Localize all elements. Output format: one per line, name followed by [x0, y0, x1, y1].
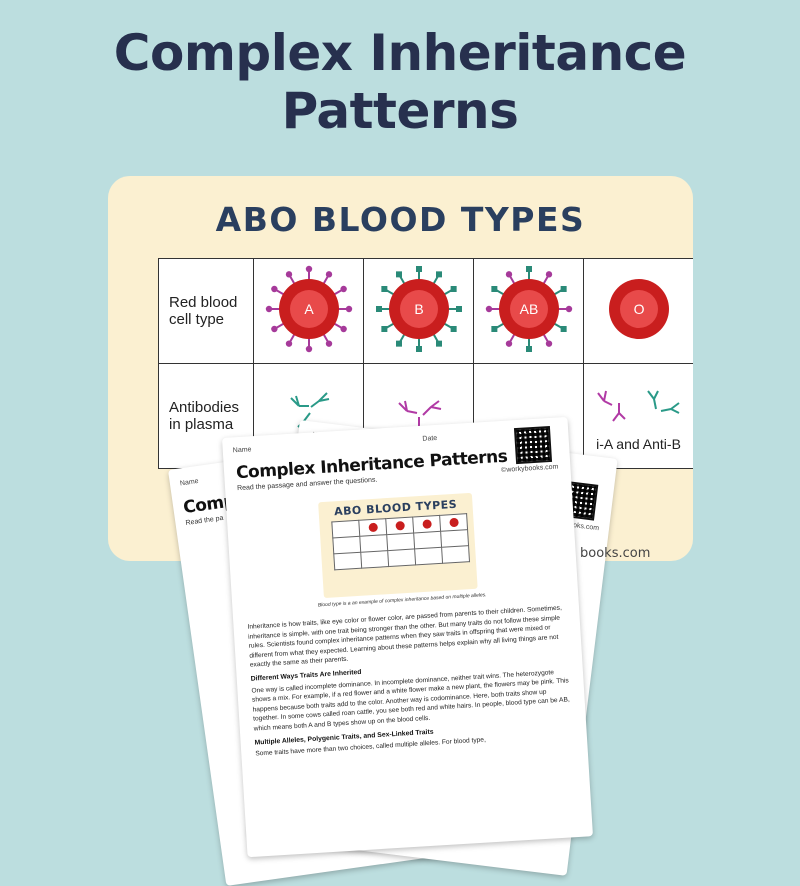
- site-label: ©workybooks.com: [500, 463, 559, 475]
- antigen-a-head: [485, 305, 492, 312]
- mini-blood-table: [331, 513, 471, 571]
- worksheet-front: Name Date ©workybooks.com Complex Inheri…: [222, 416, 593, 858]
- antigen-a-head: [339, 325, 347, 332]
- antigen-b-head: [525, 265, 532, 272]
- page-title-line-2: Patterns: [281, 82, 519, 140]
- antigen-a-head: [305, 345, 312, 352]
- antigen-b-head: [395, 340, 402, 347]
- antigen-b-head: [560, 285, 567, 292]
- antibodies-o: i-A and Anti-B: [583, 363, 693, 469]
- qr-code-icon: [513, 425, 553, 465]
- mini-figure: ABO BLOOD TYPES: [318, 492, 478, 599]
- page-title: Complex Inheritance Patterns: [0, 24, 800, 140]
- cell-label-ab: AB: [519, 301, 538, 317]
- cell-label-a: A: [304, 301, 314, 317]
- panel-heading: ABO BLOOD TYPES: [215, 200, 586, 239]
- blood-cell-ab-icon: AB: [485, 265, 572, 352]
- antigen-b-head: [435, 340, 442, 347]
- name-label: Name: [179, 477, 200, 488]
- cell-label-o: O: [633, 301, 644, 317]
- panel-url: books.com: [580, 546, 651, 561]
- antigen-a-head: [325, 339, 332, 347]
- blood-cell-o-icon: O: [608, 278, 669, 339]
- cell-type-a: A: [253, 258, 364, 364]
- row-label-cell-type: Red blood cell type: [158, 258, 254, 364]
- antibody-note-o: i-A and Anti-B: [596, 435, 681, 452]
- antigen-a-head: [505, 339, 512, 347]
- table-row: Red blood cell type A B: [158, 258, 693, 364]
- antigen-a-spikes: [265, 265, 352, 352]
- antigen-a-head: [285, 270, 292, 278]
- antigen-b-head: [375, 305, 382, 312]
- antibody-anti-a-and-b-icon: [596, 389, 680, 422]
- antigen-b-head: [560, 325, 567, 332]
- antigen-a-head: [285, 339, 292, 347]
- worksheet-passage: Inheritance is how traits, like eye colo…: [247, 603, 573, 763]
- antigen-a-head: [545, 270, 552, 278]
- blood-cell-a-icon: A: [265, 265, 352, 352]
- antigen-a-head: [339, 285, 347, 292]
- antigen-a-head: [270, 285, 278, 292]
- name-label: Name: [232, 446, 252, 455]
- date-label: Date: [422, 434, 438, 443]
- antigen-a-head: [325, 270, 332, 278]
- cell-type-b: B: [363, 258, 474, 364]
- antigen-b-head: [455, 305, 462, 312]
- antigen-b-head: [525, 345, 532, 352]
- antigen-a-head: [345, 305, 352, 312]
- antigen-b-head: [450, 285, 457, 292]
- antigen-b-head: [415, 265, 422, 272]
- antigen-a-head: [270, 325, 278, 332]
- cell-type-o: O: [583, 258, 693, 364]
- antigen-b-head: [395, 270, 402, 277]
- antigen-b-head: [415, 345, 422, 352]
- cell-type-ab: AB: [473, 258, 584, 364]
- antigen-a-head: [265, 305, 272, 312]
- antigen-a-head: [305, 265, 312, 272]
- antigen-b-head: [380, 325, 387, 332]
- antigen-a-head: [565, 305, 572, 312]
- antigen-b-head: [380, 285, 387, 292]
- antigen-b-head: [490, 285, 497, 292]
- page-title-line-1: Complex Inheritance: [113, 24, 687, 82]
- blood-cell-b-icon: B: [375, 265, 462, 352]
- antigen-a-head: [545, 339, 552, 347]
- cell-label-b: B: [414, 301, 423, 317]
- antigen-b-head: [490, 325, 497, 332]
- antigen-b-head: [450, 325, 457, 332]
- antigen-b-head: [435, 270, 442, 277]
- antigen-a-head: [505, 270, 512, 278]
